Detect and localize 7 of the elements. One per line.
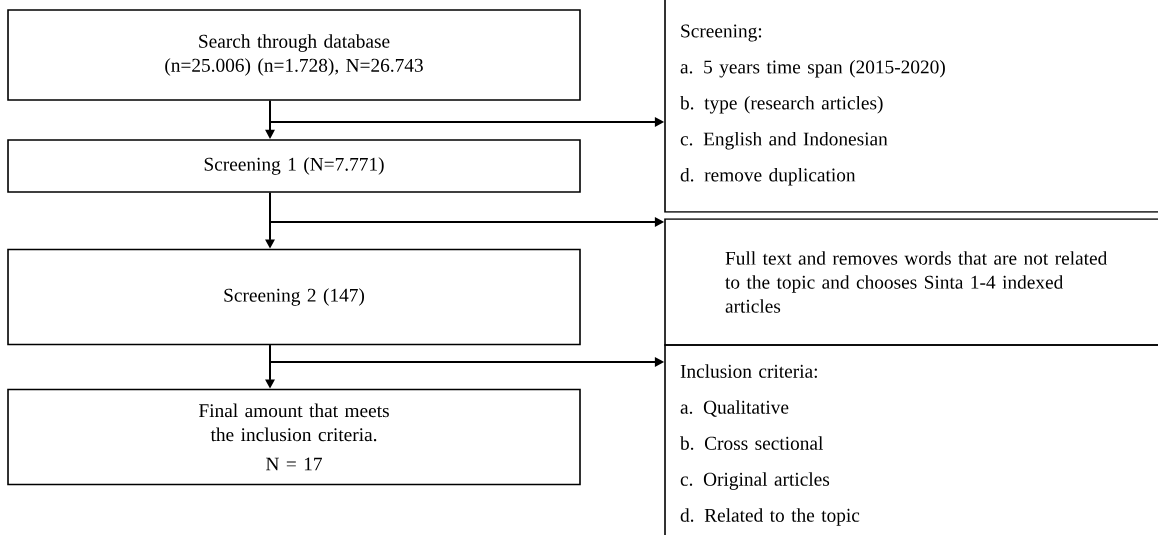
process-box: Screening 1 (N=7.771)	[7, 139, 581, 193]
process-box: Search through database (n=25.006) (n=1.728), N=26.743	[7, 9, 581, 101]
process-box: Final amount that meets the inclusion criteria. N = 17	[7, 388, 581, 486]
process-box: Screening 2 (147)	[7, 248, 581, 346]
criteria-box: Inclusion criteria: a. Qualitative b. Cross sectional c. Original articles d. Related to the topic	[664, 344, 1158, 535]
criteria-box: Screening: a. 5 years time span (2015-2020) b. type (research articles) c. English and Indonesian d. remove duplication	[664, 0, 1158, 213]
criteria-box: Full text and removes words that are not related to the topic and chooses Sinta 1-4 indexed articles	[664, 218, 1158, 346]
